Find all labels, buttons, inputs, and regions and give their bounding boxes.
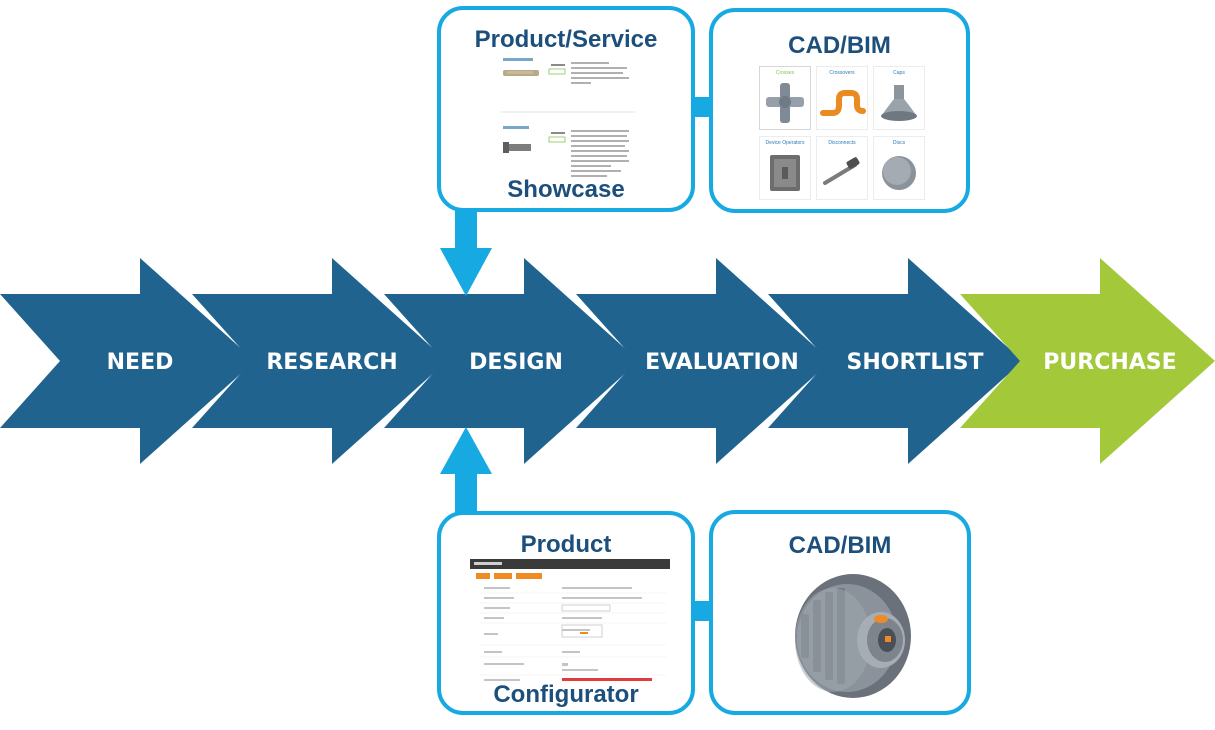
tile-label: Crosses — [775, 70, 795, 76]
configurator-card: Product Configurator — [437, 511, 695, 715]
stage-label: PURCHASE — [1043, 350, 1176, 375]
stage-evaluation — [576, 258, 831, 464]
device-operator-icon — [770, 155, 800, 191]
stage-design — [384, 258, 639, 464]
bottom-card-connector — [692, 601, 714, 621]
cad-bim-model-title: CAD/BIM — [788, 532, 892, 559]
down-arrow-icon — [440, 210, 492, 296]
cross-fitting-icon — [766, 83, 804, 123]
showcase-thumbnail — [501, 58, 635, 177]
tile-label: Crossovers — [829, 70, 855, 76]
showcase-subtitle: Showcase — [507, 176, 625, 203]
cad-bim-model-card: CAD/BIM — [709, 510, 971, 715]
disconnect-icon — [823, 157, 860, 185]
disc-icon — [882, 156, 916, 190]
stage-need — [0, 258, 255, 464]
cad-bim-title: CAD/BIM — [788, 32, 891, 59]
tile-label: Caps — [893, 70, 905, 76]
cad-bim-catalog-card: CAD/BIM Crosses Crossovers Caps Device O… — [709, 8, 970, 213]
top-card-connector — [692, 97, 714, 117]
stage-label: EVALUATION — [645, 350, 799, 375]
tile-label: Device Operators — [765, 140, 805, 146]
stage-label: RESEARCH — [266, 350, 397, 375]
showcase-card: Product/Service Showcase — [437, 6, 695, 212]
crossover-fitting-icon — [820, 90, 866, 116]
catalog-tile[interactable]: Disconnects — [816, 136, 868, 200]
configurator-thumbnail — [470, 559, 670, 681]
configurator-subtitle: Configurator — [493, 681, 639, 708]
pulley-model-image — [795, 574, 911, 698]
up-arrow-icon — [440, 427, 492, 514]
configurator-title: Product — [520, 531, 612, 558]
showcase-title: Product/Service — [474, 26, 658, 53]
tile-label: Disconnects — [828, 140, 856, 146]
catalog-tile[interactable]: Device Operators — [759, 136, 811, 200]
stage-label: NEED — [107, 350, 174, 375]
tile-label: Discs — [892, 140, 906, 146]
catalog-tile[interactable]: Crossovers — [816, 66, 868, 130]
stage-shortlist — [768, 258, 1023, 464]
catalog-tile[interactable]: Crosses — [759, 66, 811, 130]
stage-research — [192, 258, 447, 464]
stage-label: SHORTLIST — [847, 350, 984, 375]
catalog-tile[interactable]: Caps — [873, 66, 925, 130]
stage-label: DESIGN — [469, 350, 563, 375]
stage-purchase — [960, 258, 1215, 464]
cap-fitting-icon — [881, 85, 917, 121]
catalog-tile[interactable]: Discs — [873, 136, 925, 200]
